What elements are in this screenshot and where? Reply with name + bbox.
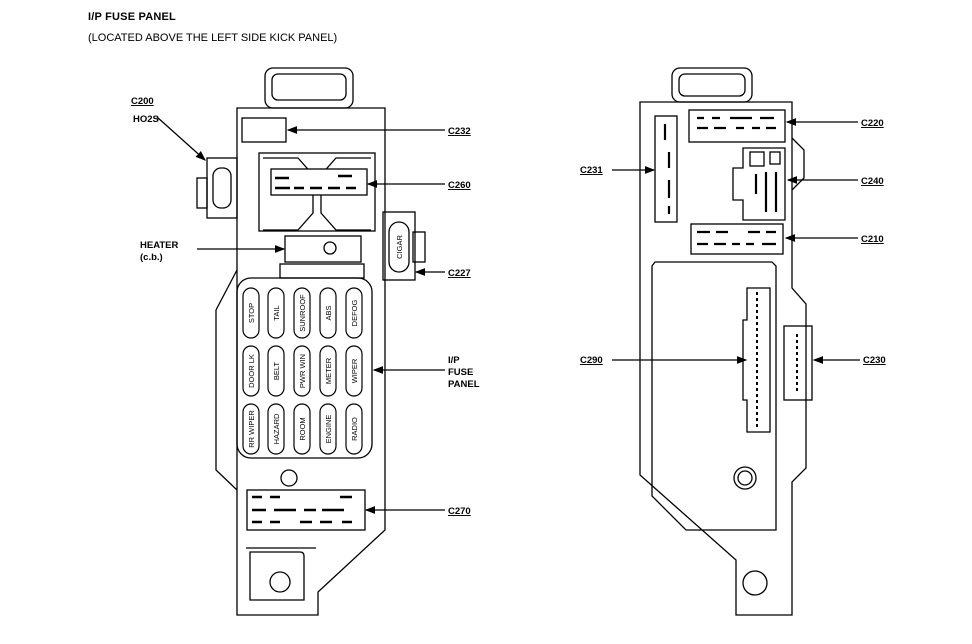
label-c260: C260: [448, 180, 471, 191]
fuse-tail: TAIL: [272, 305, 281, 320]
label-c240: C240: [861, 176, 884, 187]
label-c200: C200: [131, 96, 154, 107]
cigar-connector: [382, 211, 426, 281]
fuse-meter: METER: [324, 357, 333, 384]
left-panel-body: [215, 67, 386, 616]
fuse-room: ROOM: [298, 417, 307, 440]
label-c290: C290: [580, 355, 603, 366]
fuse-abs: ABS: [324, 305, 333, 320]
page-title: I/P FUSE PANEL: [88, 11, 176, 23]
label-ho2s: HO2S: [133, 114, 159, 125]
fuse-radio: RADIO: [350, 417, 359, 441]
label-c230: C230: [863, 355, 886, 366]
c270-connector: [246, 489, 366, 531]
label-ip: I/P: [448, 355, 460, 366]
fuse-hazard: HAZARD: [272, 413, 281, 444]
c231-connector: [654, 115, 678, 223]
c232-connector: [241, 117, 287, 143]
c200-side-connector: [196, 157, 238, 219]
heater-circuit-breaker: [284, 235, 362, 263]
label-panel: PANEL: [448, 379, 480, 390]
fuse-belt: BELT: [272, 361, 281, 380]
fuse-block: [236, 263, 373, 459]
c290-connector: [742, 287, 771, 433]
fuse-wiper: WIPER: [350, 358, 359, 383]
label-heater-cb: (c.b.): [140, 252, 163, 263]
label-heater: HEATER: [140, 240, 178, 251]
right-panel-body: [639, 67, 807, 616]
label-c220: C220: [861, 118, 884, 129]
fuse-sunroof: SUNROOF: [298, 294, 307, 332]
fuse-pills: [242, 287, 363, 455]
fuse-rr-wiper: RR WIPER: [247, 410, 256, 448]
fuse-stop: STOP: [247, 303, 256, 323]
c220-connector: [688, 109, 786, 143]
label-c227: C227: [448, 268, 471, 279]
c240-connector: [732, 147, 786, 221]
fuse-pwr-win: PWR WIN: [298, 354, 307, 388]
label-fuse: FUSE: [448, 367, 473, 378]
page-subtitle: (LOCATED ABOVE THE LEFT SIDE KICK PANEL): [88, 32, 338, 44]
c210-connector: [690, 223, 784, 255]
label-c270: C270: [448, 506, 471, 517]
c230-connector: [783, 325, 813, 401]
fuse-defog: DEFOG: [350, 300, 359, 327]
label-c210: C210: [861, 234, 884, 245]
fuse-door-lk: DOOR LK: [247, 354, 256, 388]
fuse-engine: ENGINE: [324, 415, 333, 444]
label-c232: C232: [448, 126, 471, 137]
cigar-label: CIGAR: [395, 235, 404, 259]
label-c231: C231: [580, 165, 603, 176]
c260-connector: [258, 152, 376, 232]
